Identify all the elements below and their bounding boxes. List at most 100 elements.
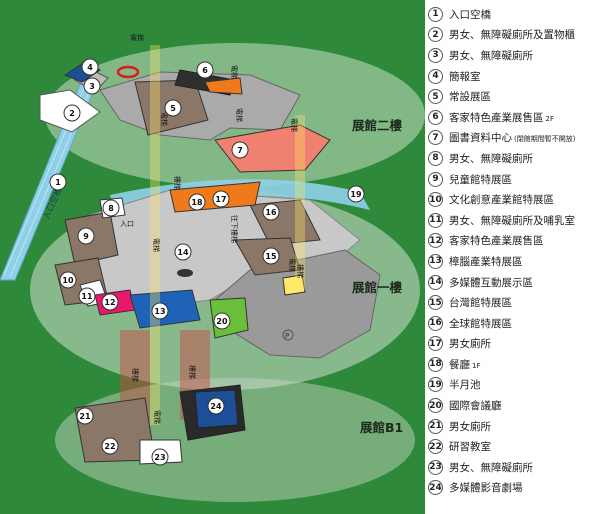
map-marker-18[interactable]: 18 — [188, 193, 206, 211]
legend-label: 客家特色產業展售區 — [449, 235, 544, 248]
map-marker-number: 21 — [79, 412, 91, 421]
legend-label: 男女、無障礙廁所 — [449, 461, 533, 474]
map-marker-2[interactable]: 2 — [63, 104, 81, 122]
map-marker-number: 19 — [350, 190, 362, 199]
map-marker-number: 20 — [216, 317, 228, 326]
legend-item-9[interactable]: 9 兒童館特展區 — [428, 169, 598, 190]
map-marker-number: 12 — [104, 298, 115, 307]
legend-label: 台灣館特展區 — [449, 297, 512, 310]
map-marker-19[interactable]: 19 — [347, 185, 365, 203]
entrance-bridge[interactable]: 入口空橋 — [0, 83, 96, 281]
museum-floor-map: 入口空橋 P 展館二樓 展館一樓 展館B1 電梯 電梯 電梯 電梯 電梯 — [0, 0, 425, 514]
map-marker-3[interactable]: 3 — [83, 77, 101, 95]
map-marker-1[interactable]: 1 — [49, 173, 67, 191]
stairs-label-1f-right: 樓梯 — [296, 264, 305, 278]
map-marker-number: 13 — [154, 307, 165, 316]
map-marker-6[interactable]: 6 — [196, 61, 214, 79]
map-marker-16[interactable]: 16 — [262, 203, 280, 221]
map-marker-22[interactable]: 22 — [101, 437, 119, 455]
map-marker-number: 17 — [215, 195, 226, 204]
legend-note: 1F — [472, 361, 481, 370]
map-marker-17[interactable]: 17 — [212, 190, 230, 208]
map-marker-8[interactable]: 8 — [102, 199, 120, 217]
map-marker-number: 6 — [202, 66, 208, 75]
map-marker-7[interactable]: 7 — [231, 141, 249, 159]
legend-note: (閉館期間暫不開放) — [514, 135, 576, 144]
elevator-label-2f-right: 電梯 — [235, 108, 244, 122]
legend-label: 樟腦產業特展區 — [449, 255, 523, 268]
legend-number-badge: 13 — [428, 253, 443, 269]
floor-b1-label: 展館B1 — [360, 420, 403, 435]
legend-label: 國際會議廳 — [449, 400, 502, 413]
map-marker-11[interactable]: 11 — [78, 287, 96, 305]
map-marker-number: 2 — [69, 109, 75, 118]
legend-item-3[interactable]: 3 男女、無障礙廁所 — [428, 45, 598, 66]
map-marker-number: 9 — [83, 232, 89, 241]
elevator-1f-right — [282, 274, 306, 296]
map-marker-number: 8 — [108, 204, 114, 213]
map-marker-number: 22 — [104, 442, 115, 451]
map-marker-14[interactable]: 14 — [174, 243, 192, 261]
stairs-down-label: 往下樓梯 — [230, 215, 239, 243]
map-marker-20[interactable]: 20 — [213, 312, 231, 330]
map-marker-15[interactable]: 15 — [262, 247, 280, 265]
elevator-label-2f-7: 電梯 — [290, 118, 299, 132]
map-marker-4[interactable]: 4 — [81, 58, 99, 76]
legend-item-17[interactable]: 17 男女廁所 — [428, 334, 598, 355]
legend-label: 簡報室 — [449, 70, 481, 83]
legend-label: 全球館特展區 — [449, 317, 512, 330]
legend-label: 入口空橋 — [449, 8, 491, 21]
elevator-shaft-right — [295, 115, 305, 290]
map-marker-number: 23 — [154, 453, 165, 462]
map-marker-23[interactable]: 23 — [151, 448, 169, 466]
map-marker-21[interactable]: 21 — [76, 407, 94, 425]
legend-item-13[interactable]: 13 樟腦產業特展區 — [428, 251, 598, 272]
legend-label: 常設展區 — [449, 91, 491, 104]
legend-label: 多媒體互動展示區 — [449, 276, 533, 289]
floor-1-label: 展館一樓 — [352, 280, 403, 295]
map-marker-12[interactable]: 12 — [101, 293, 119, 311]
legend-label: 兒童館特展區 — [449, 173, 512, 186]
elevator-label-1f-right: 電梯 — [288, 258, 297, 272]
map-marker-10[interactable]: 10 — [59, 271, 77, 289]
map-marker-9[interactable]: 9 — [77, 227, 95, 245]
legend-label: 男女、無障礙廁所 — [449, 49, 533, 62]
elevator-label-b1: 電梯 — [153, 410, 162, 424]
map-marker-13[interactable]: 13 — [151, 302, 169, 320]
legend-number-badge: 9 — [428, 171, 443, 187]
map-marker-number: 11 — [81, 292, 93, 301]
legend-number-badge: 17 — [428, 336, 443, 352]
legend-label: 男女廁所 — [449, 338, 491, 351]
legend-label: 研習教室 — [449, 441, 491, 454]
map-marker-5[interactable]: 5 — [164, 99, 182, 117]
legend-number-badge: 3 — [428, 47, 443, 63]
half-moon-pond — [110, 179, 370, 212]
area-6-orange[interactable] — [204, 77, 243, 95]
area-7-shape[interactable] — [214, 124, 331, 173]
map-marker-24[interactable]: 24 — [207, 397, 225, 415]
